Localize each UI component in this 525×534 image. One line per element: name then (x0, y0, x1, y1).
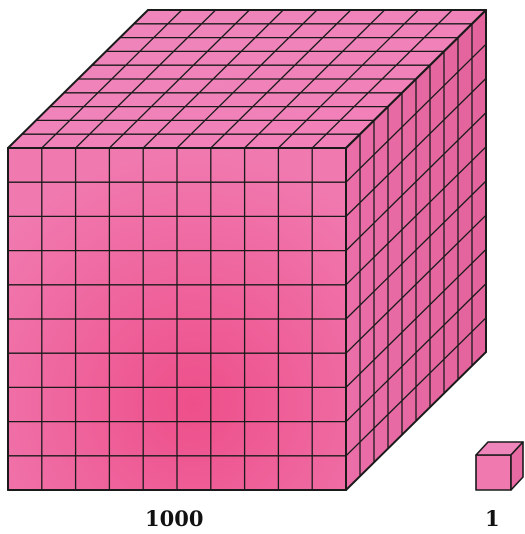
grid-line (345, 282, 487, 423)
thousand-cube-label: 1000 (145, 506, 204, 531)
unit-cube (475, 441, 524, 491)
grid-line (345, 317, 487, 457)
grid-line (345, 214, 487, 354)
grid-line (277, 9, 420, 149)
grid-line (345, 180, 487, 320)
grid-line (345, 351, 487, 491)
grid-line (345, 9, 487, 149)
grid-line (210, 9, 352, 149)
thousand-cube-grid-lines (7, 9, 487, 491)
grid-line (243, 9, 386, 149)
unit-cube-label: 1 (485, 506, 500, 531)
grid-line (345, 248, 487, 389)
unit-cube-front-face (475, 454, 512, 491)
grid-line (311, 9, 453, 149)
thousand-cube (7, 9, 487, 491)
unit-cube-side-face (510, 441, 524, 491)
